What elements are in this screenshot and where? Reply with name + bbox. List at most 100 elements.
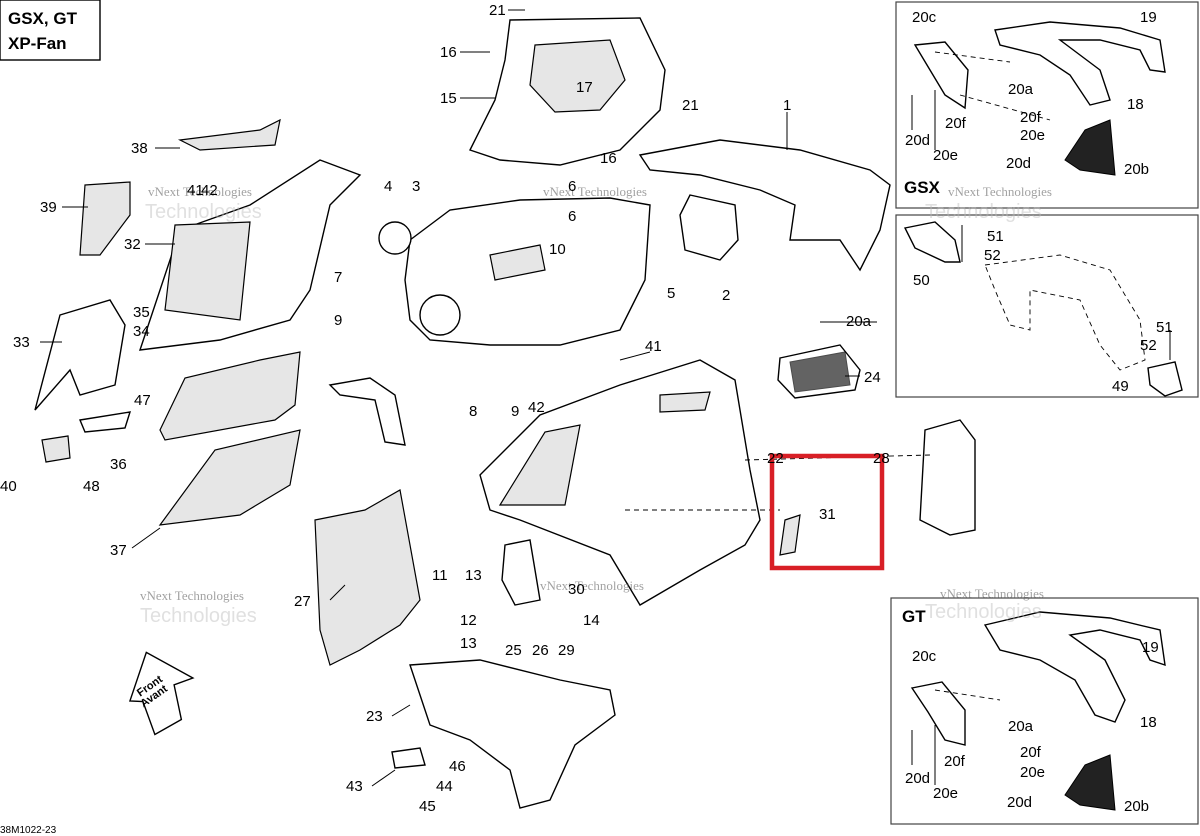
callout-label: 14	[583, 612, 600, 629]
watermark-text: vNext Technologies	[948, 184, 1052, 199]
callout-label: 52	[984, 247, 1001, 264]
title-line-1: GSX, GT	[8, 9, 78, 28]
panel-36	[159, 351, 301, 441]
mirror-49	[1147, 361, 1183, 397]
callout-label: 35	[133, 304, 150, 321]
callout-label: 37	[110, 542, 127, 559]
watermark-text: vNext Technologies	[140, 588, 244, 603]
callout-label: 19	[1140, 9, 1157, 26]
callout-label: 41	[645, 338, 662, 355]
bracket-33	[34, 299, 126, 411]
callout-label: 8	[469, 403, 477, 420]
callout-label: 20f	[944, 753, 966, 770]
callout-label: 21	[489, 2, 506, 19]
callout-label: 26	[532, 642, 549, 659]
drawing-code: 38M1022-23	[0, 825, 57, 836]
strip-31	[779, 514, 801, 556]
callout-label: 13	[460, 635, 477, 652]
mirror-50	[903, 221, 961, 263]
callout-label: 5	[667, 285, 675, 302]
callout-label: 20f	[1020, 744, 1042, 761]
title-box: GSX, GT XP-Fan	[0, 0, 101, 61]
watermarks: vNext Technologies vNext Technologies vN…	[140, 184, 1052, 627]
callout-label: 51	[1156, 319, 1173, 336]
callout-label: 20b	[1124, 798, 1149, 815]
callout-label: 18	[1140, 714, 1157, 731]
title-line-2: XP-Fan	[8, 34, 67, 53]
leader-lines	[40, 9, 877, 787]
gsx-inset-label: GSX	[904, 178, 941, 197]
callout-label: 28	[873, 450, 890, 467]
callout-label: 47	[134, 392, 151, 409]
panel-28	[919, 419, 976, 536]
callout-label: 20c	[912, 9, 937, 26]
highlight-box	[769, 453, 885, 571]
callout-label: 20f	[945, 115, 967, 132]
gsx-inset: GSX	[895, 1, 1199, 209]
callout-label: 7	[334, 269, 342, 286]
watermark-text: vNext Technologies	[543, 184, 647, 199]
callout-label: 36	[110, 456, 127, 473]
callout-label: 24	[864, 369, 881, 386]
gt-inset: GT	[890, 597, 1199, 825]
callout-label: 51	[987, 228, 1004, 245]
panel-2	[679, 194, 739, 261]
callout-label: 22	[767, 450, 784, 467]
callout-label: 16	[600, 150, 617, 167]
deflector-20c	[913, 41, 969, 110]
callout-label: 45	[419, 798, 436, 815]
callout-label: 50	[913, 272, 930, 289]
callout-label: 6	[568, 178, 576, 195]
watermark-text: Technologies	[145, 201, 262, 223]
callout-label: 20d	[905, 770, 930, 787]
part-43	[391, 747, 426, 769]
watermark-text: vNext Technologies	[148, 184, 252, 199]
front-arrow: Front Avant	[128, 651, 195, 736]
callout-label: 38	[131, 140, 148, 157]
callout-label: 20e	[933, 147, 958, 164]
windshield-bracket-gt	[983, 611, 1166, 723]
callout-label: 40	[0, 478, 17, 495]
part-40	[41, 435, 71, 463]
support-20b	[1064, 119, 1116, 176]
watermark-text: Technologies	[925, 201, 1042, 223]
watermark-text: vNext Technologies	[540, 578, 644, 593]
callout-label: 48	[83, 478, 100, 495]
callout-label: 20d	[1007, 794, 1032, 811]
callout-label: 16	[440, 44, 457, 61]
callout-label: 2	[722, 287, 730, 304]
callout-label: 43	[346, 778, 363, 795]
callout-label: 13	[465, 567, 482, 584]
callout-label: 15	[440, 90, 457, 107]
callout-label: 34	[133, 323, 150, 340]
callout-label: 3	[412, 178, 420, 195]
callout-label: 27	[294, 593, 311, 610]
callout-label: 23	[366, 708, 383, 725]
callout-label: 11	[432, 567, 448, 584]
light-13	[501, 539, 541, 606]
callout-label: 42	[201, 182, 218, 199]
callout-label: 44	[436, 778, 453, 795]
callout-label: 20a	[846, 313, 872, 330]
watermark-text: Technologies	[925, 601, 1042, 623]
callout-label: 20e	[1020, 764, 1045, 781]
callout-label: 42	[528, 399, 545, 416]
callout-label: 20d	[1006, 155, 1031, 172]
callout-label: 41	[187, 182, 204, 199]
callout-label: 6	[568, 208, 576, 225]
callout-label: 21	[682, 97, 699, 114]
windshield-bracket-19	[994, 21, 1166, 106]
callout-label: 4	[384, 178, 392, 195]
callout-label: 39	[40, 199, 57, 216]
callout-label: 49	[1112, 378, 1129, 395]
watermark-text: vNext Technologies	[940, 586, 1044, 601]
hood-1	[638, 139, 891, 272]
callout-labels: 21 16 15 17 21 16 1 38 41 42 39 32 4 3 6…	[0, 2, 1173, 815]
callout-label: 12	[460, 612, 477, 629]
callout-label: 31	[819, 506, 836, 523]
callout-label: 20e	[1020, 127, 1045, 144]
callout-label: 52	[1140, 337, 1157, 354]
watermark-text: Technologies	[140, 605, 257, 627]
callout-label: 32	[124, 236, 141, 253]
callout-label: 20f	[1020, 109, 1042, 126]
